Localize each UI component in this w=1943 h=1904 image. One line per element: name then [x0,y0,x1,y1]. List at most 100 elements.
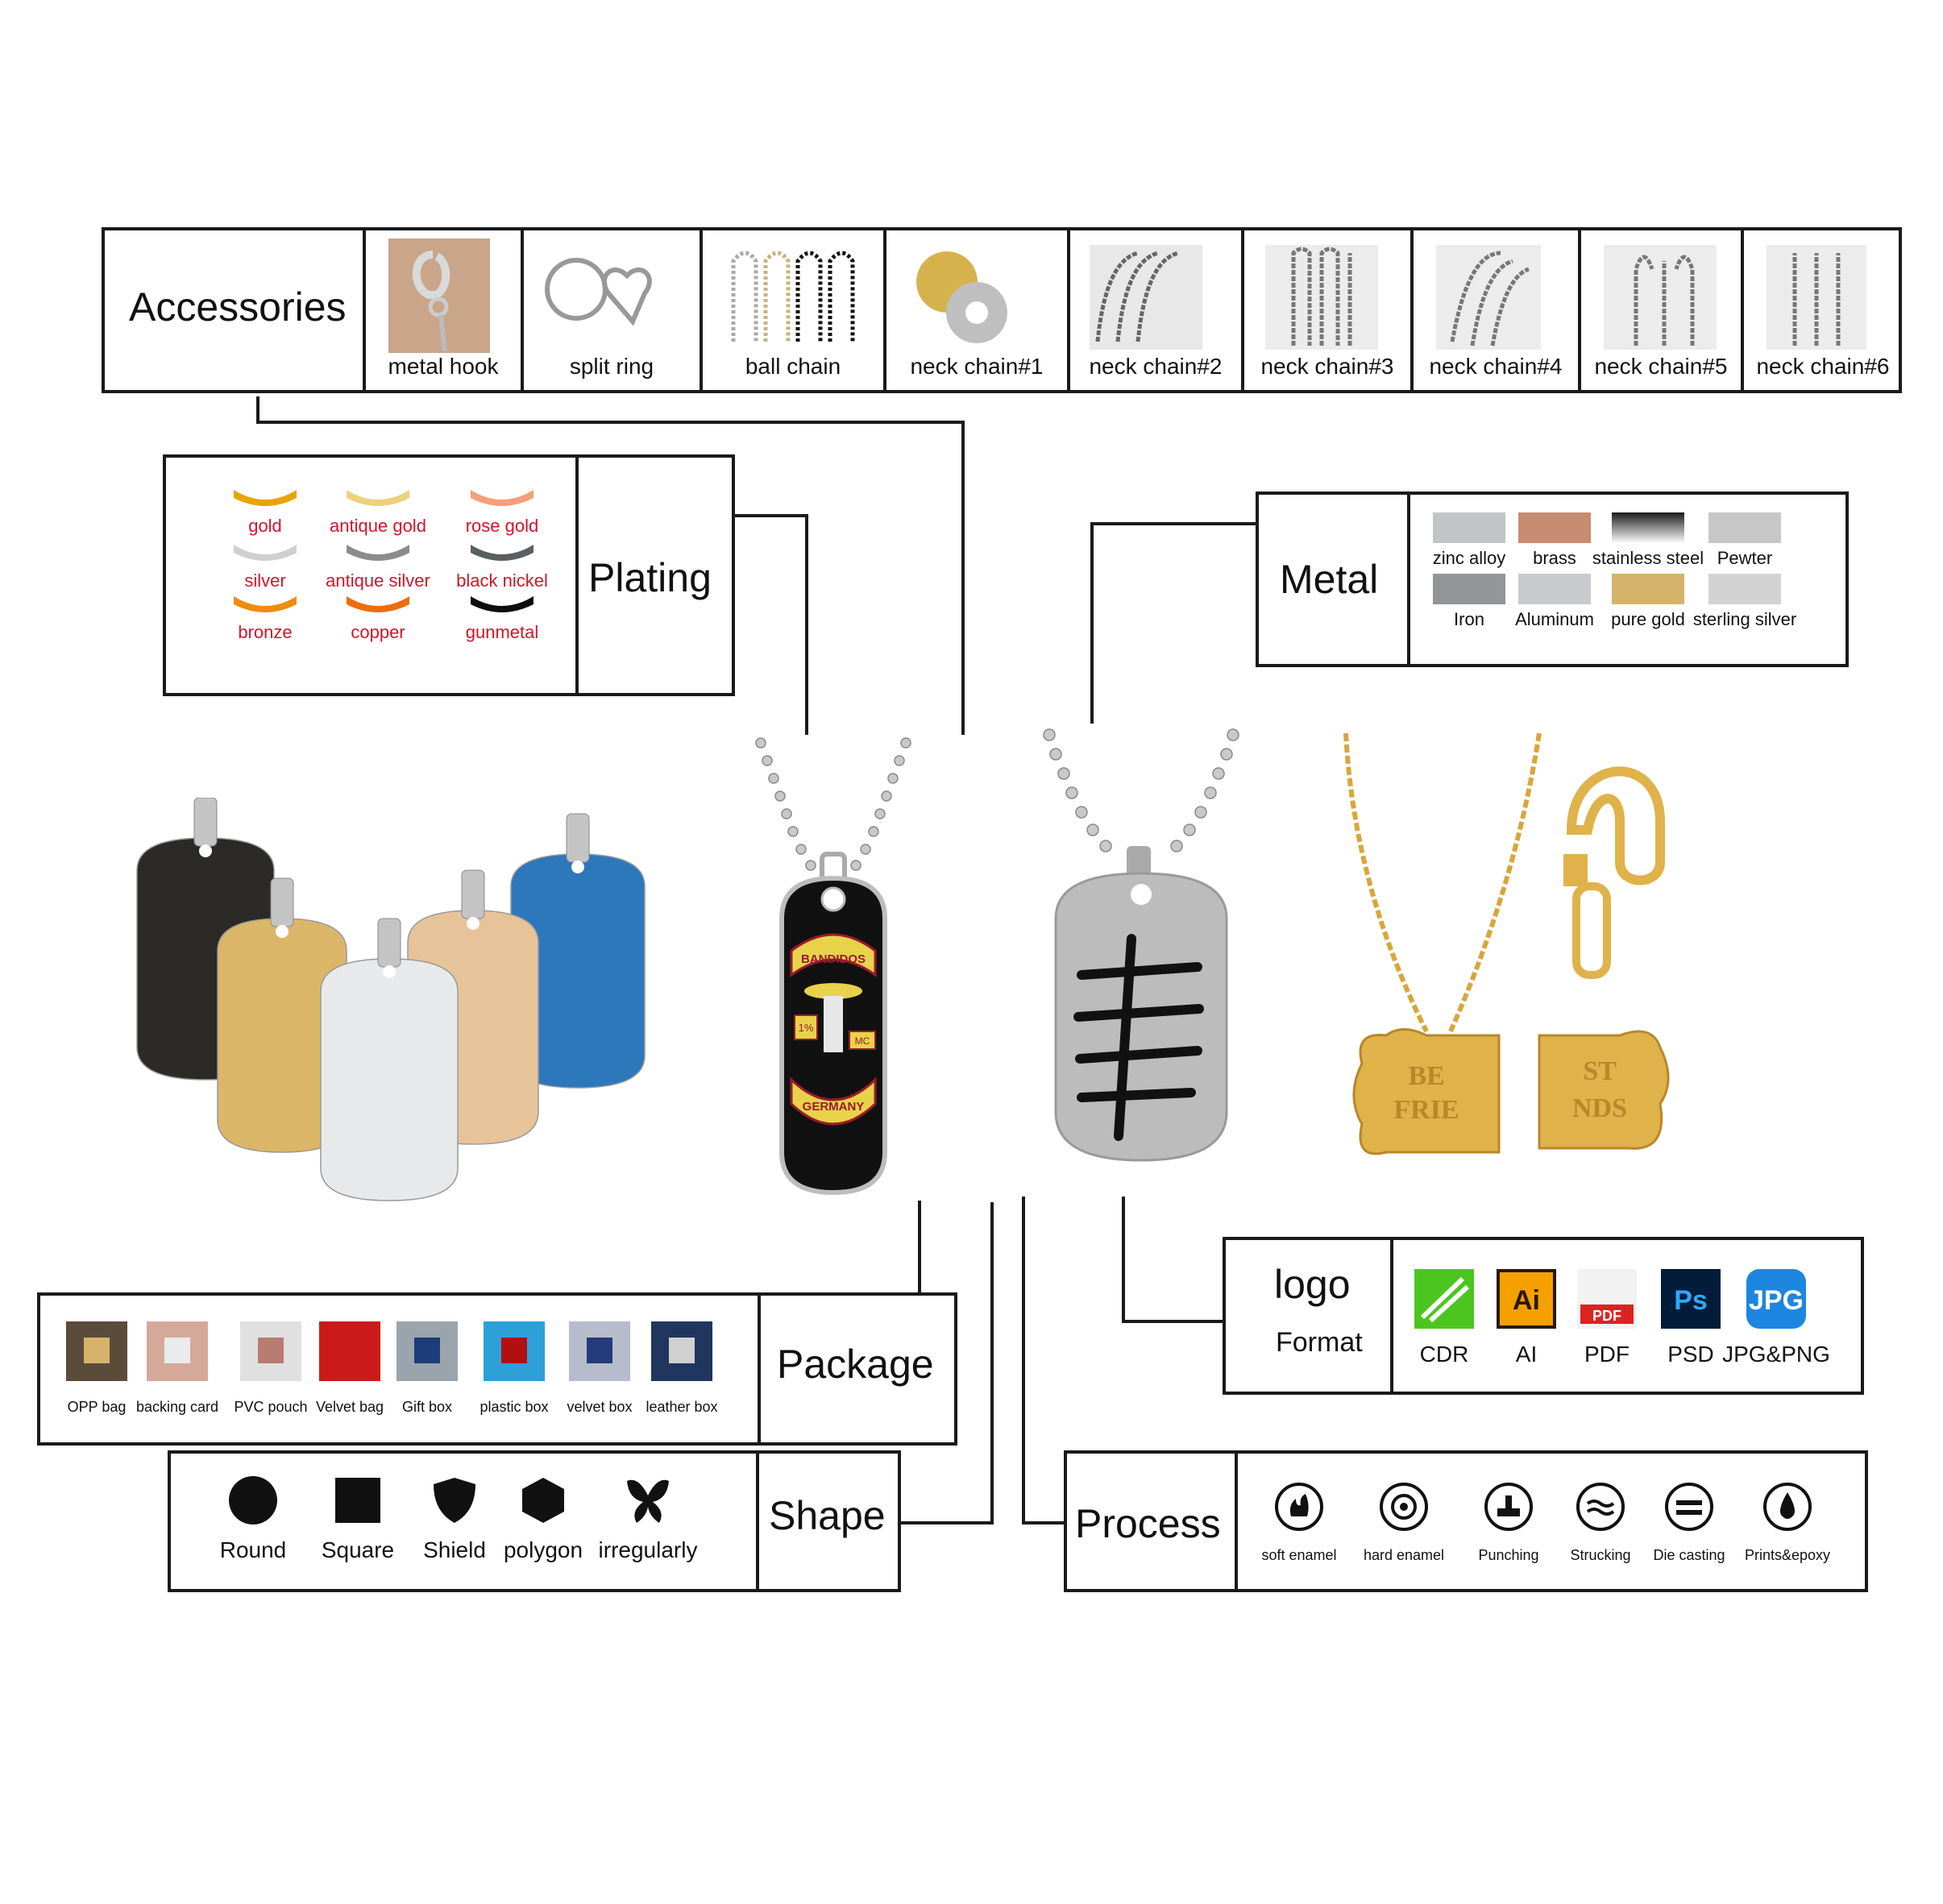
metal-title: Metal [1280,557,1379,602]
tag-hole [276,925,289,938]
package-label: Velvet bag [315,1399,384,1415]
bandidos-pendant-image: BANDIDOS 1% MC GERMANY [755,737,911,1196]
plating-label: bronze [238,622,293,642]
shape-label: Round [219,1537,287,1562]
plating-swatch-icon [347,545,409,561]
pendant-top-text: BANDIDOS [801,952,866,966]
metal-label: Iron [1454,609,1484,629]
package-image [396,1321,458,1381]
metal-label: pure gold [1611,609,1685,629]
tag-bail [461,869,485,919]
logo-glyph: Ai [1513,1285,1540,1316]
metal-swatch [1518,512,1591,543]
jpg-icon: JPG [1746,1269,1806,1329]
pendant-mid-left-text: 1% [799,1022,814,1034]
metal-swatch [1518,574,1591,604]
polygon-icon [522,1478,564,1523]
shape-label: Square [321,1537,395,1562]
package-label: Gift box [401,1399,453,1415]
process-label: soft enamel [1261,1547,1337,1563]
accessory-label: metal hook [388,354,499,379]
accessory-label: neck chain#3 [1260,354,1394,379]
plating-label: gunmetal [465,622,539,642]
package-image [240,1321,301,1381]
metal-swatch [1433,574,1505,604]
pendant-mid-right-text: MC [855,1035,870,1047]
metal-swatch [1708,512,1781,543]
pdf-icon: PDF [1577,1269,1637,1329]
butterfly-icon [627,1479,669,1523]
logo-format-label: JPG&PNG [1722,1342,1830,1367]
logo-glyph: Ps [1674,1285,1708,1316]
bone-right-line2: NDS [1572,1093,1627,1123]
neck-chain-2-image [1090,245,1202,350]
tag-hole [199,844,212,857]
logo-title: logo [1274,1262,1351,1307]
corel-draw-icon [1414,1269,1474,1329]
package-label: velvet box [567,1399,633,1415]
accessories-title: Accessories [129,284,347,330]
shield-icon [434,1478,475,1523]
metal-swatch [1612,574,1684,604]
tag-hole [383,965,396,978]
shape-title: Shape [769,1493,886,1538]
accessory-label: neck chain#6 [1756,354,1890,379]
plating-swatch-icon [347,490,409,506]
plating-swatch-icon [347,596,409,612]
logo-glyph: JPG [1749,1285,1804,1316]
neck-chain-1-image [916,251,1007,343]
neck-chain-3-image [1265,245,1378,350]
neck-chain-4-image [1436,245,1541,350]
metal-label: Aluminum [1515,609,1594,629]
accessory-label: split ring [569,354,654,379]
package-image [651,1321,712,1381]
metal-swatch [1708,574,1781,604]
logo-format-label: PDF [1584,1342,1630,1367]
shape-label: Shield [423,1537,486,1562]
gold-bone-pendants-image: BE FRIE ST NDS [1343,732,1670,1155]
package-image [66,1321,127,1381]
logo-format-label: CDR [1419,1342,1469,1367]
plating-label: copper [351,622,405,642]
plating-swatch-icon [471,545,533,561]
plating-swatch-icon [234,490,297,506]
plating-label: rose gold [465,516,539,536]
accessories-panel: Accessories [102,227,1902,393]
square-icon [335,1478,380,1523]
package-title: Package [777,1342,934,1387]
process-label: Punching [1478,1547,1539,1563]
package-label: leather box [646,1399,718,1415]
plating-swatch-icon [234,596,297,612]
photoshop-icon: Ps [1661,1269,1721,1329]
metal-hook-image [388,239,490,353]
accessory-label: neck chain#1 [910,354,1044,379]
tally-pendant-image [1043,728,1239,1162]
tag-hole [467,917,480,930]
tag-hole [571,861,584,873]
plating-label: black nickel [456,570,548,591]
round-icon [229,1476,277,1524]
tag-bail [377,918,401,968]
package-label: plastic box [480,1399,549,1415]
dog-tag-shape [320,958,459,1201]
package-image [147,1321,208,1381]
neck-chain-6-image [1767,245,1866,350]
package-image [569,1321,630,1381]
process-label: hard enamel [1363,1547,1445,1563]
package-label: PVC pouch [234,1399,308,1415]
plating-label: silver [244,570,286,591]
shape-label: polygon [503,1537,583,1562]
neck-chain-5-image [1604,245,1717,350]
dog-tag-group-image [136,798,646,1201]
logo-format-label: AI [1515,1342,1538,1367]
plating-swatch-icon [471,596,533,612]
ball-chain-image [731,251,855,342]
logo-format-label: PSD [1667,1342,1714,1367]
plating-label: gold [248,516,282,536]
